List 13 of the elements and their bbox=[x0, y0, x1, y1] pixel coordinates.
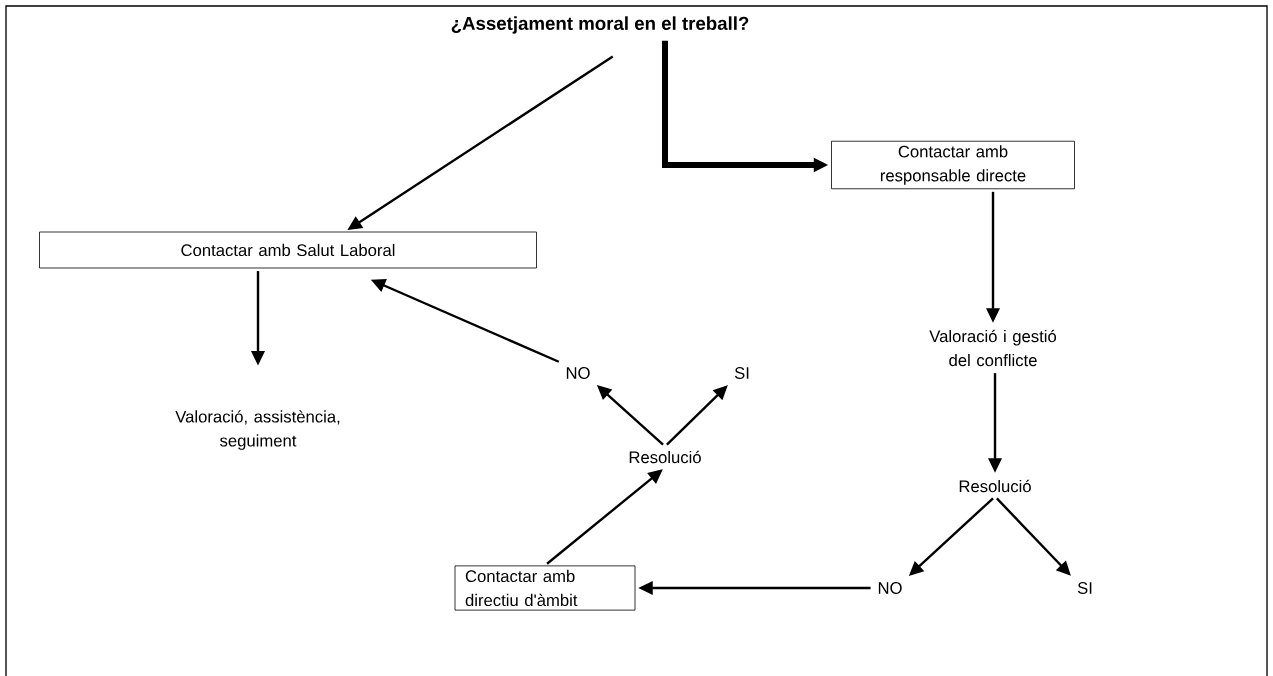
process-box: Contactar amb Salut Laboral bbox=[39, 231, 537, 269]
flow-text: SI bbox=[734, 367, 749, 379]
flow-text: NO bbox=[878, 582, 902, 594]
flow-text: Valoració, assistència, seguiment bbox=[175, 410, 340, 450]
flow-text: SI bbox=[1077, 582, 1092, 594]
arrow bbox=[666, 385, 728, 446]
process-box: Contactar amb directiu d'àmbit bbox=[454, 565, 636, 611]
flow-text: Resolució bbox=[959, 479, 1031, 493]
flow-text: Valoració i gestió del conflicte bbox=[929, 329, 1057, 367]
process-box: Contactar amb responsable directe bbox=[831, 140, 1075, 190]
title-text: ¿Assetjament moral en el treball? bbox=[451, 16, 749, 34]
flow-text: Resolució bbox=[629, 450, 701, 464]
flow-text: NO bbox=[566, 367, 590, 379]
